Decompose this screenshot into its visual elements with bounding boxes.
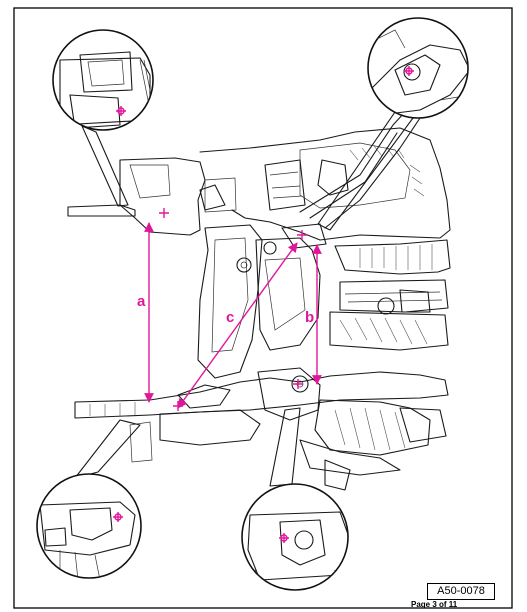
dimension-label-c: c <box>226 309 234 326</box>
page-number-note: Page 3 of 11 <box>411 600 458 609</box>
dimension-b: b <box>305 244 322 385</box>
dimension-label-b: b <box>305 309 314 326</box>
dimension-label-a: a <box>137 293 146 310</box>
figure-reference-code: A50-0078 <box>427 583 495 600</box>
detail-circle-bottom-right <box>241 483 349 591</box>
dimension-a: a <box>137 222 154 403</box>
page-frame <box>13 7 513 609</box>
detail-circle-bottom-left <box>36 473 142 579</box>
body-structure-drawing <box>67 111 451 491</box>
detail-circle-top-right <box>367 17 469 119</box>
dimension-c: c <box>177 242 298 409</box>
callout-leaders <box>74 111 414 487</box>
detail-circle-top-left <box>52 29 154 131</box>
